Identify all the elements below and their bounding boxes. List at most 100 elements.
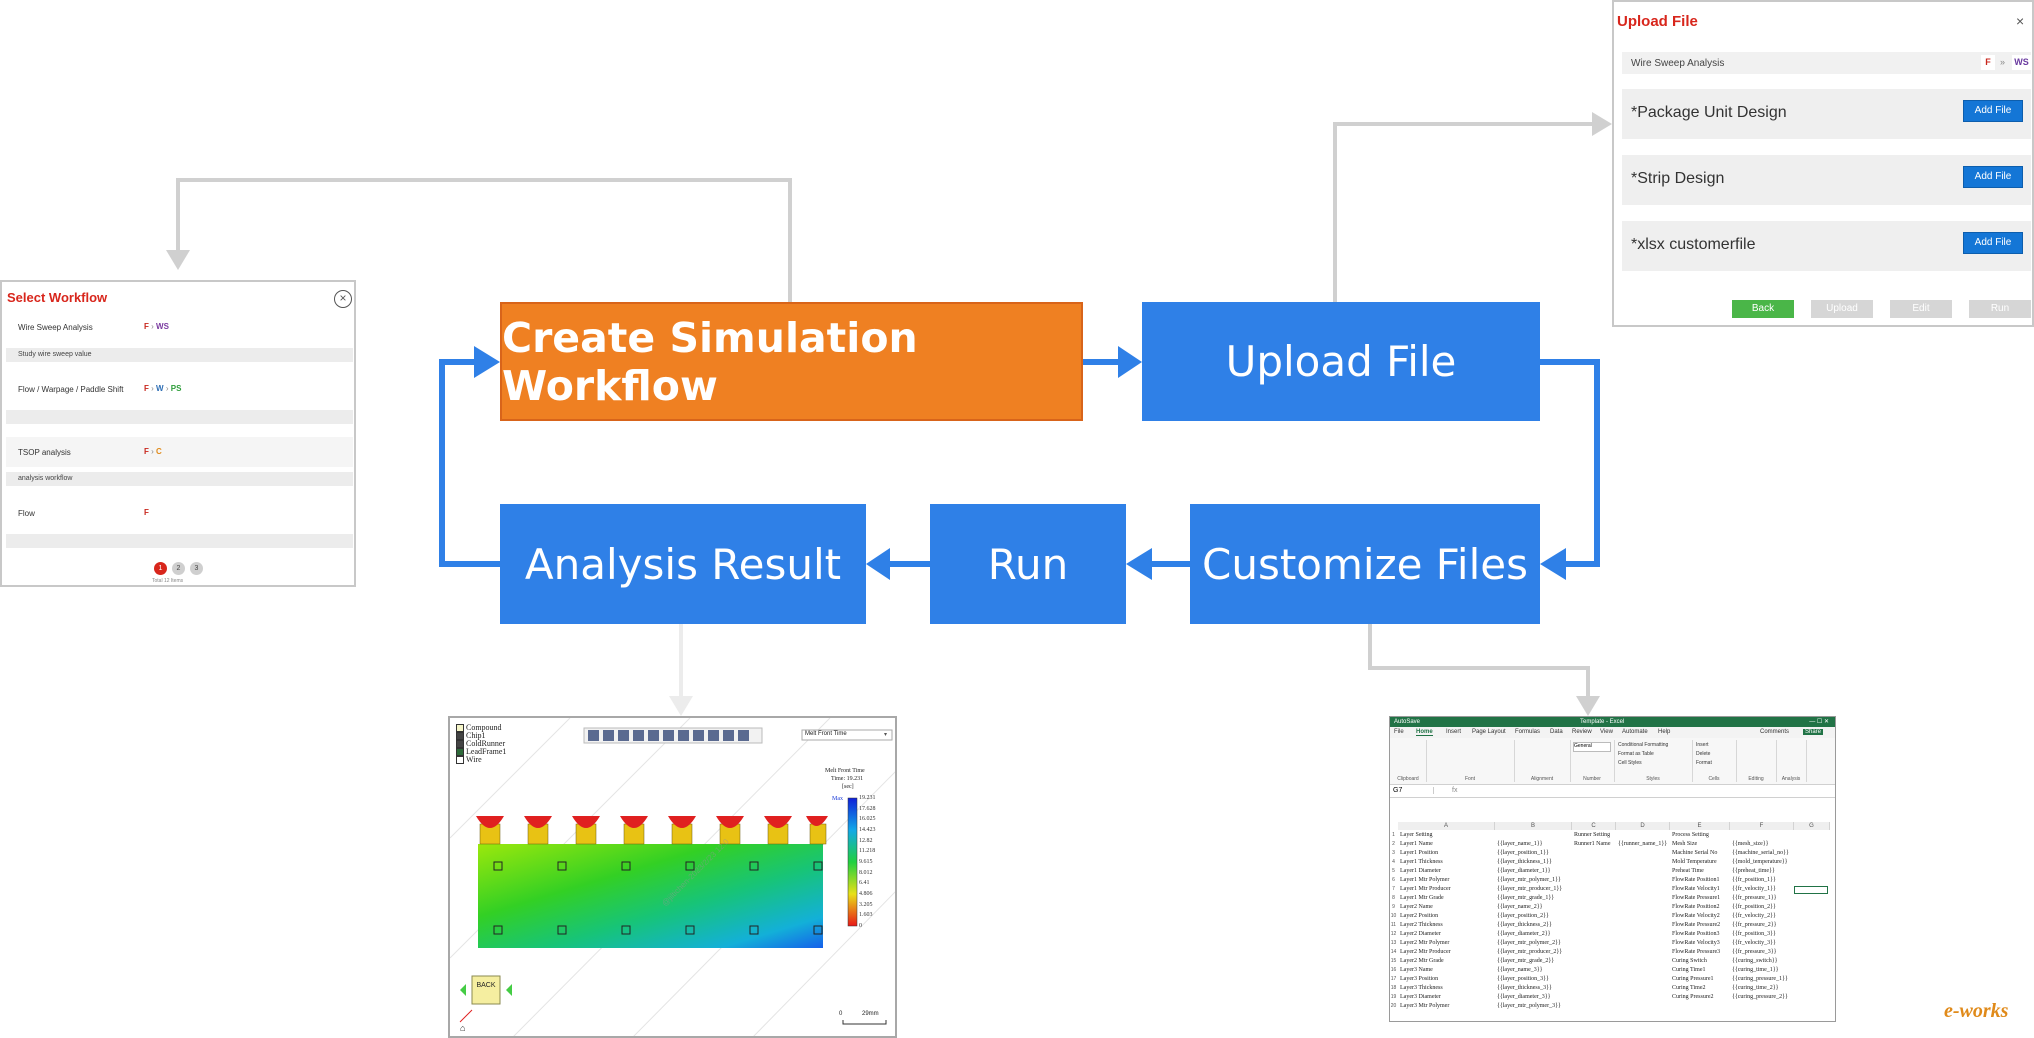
- sheet-cell[interactable]: {{mesh_size}}: [1732, 841, 1769, 847]
- column-header[interactable]: A: [1398, 822, 1495, 830]
- tab-page-layout[interactable]: Page Layout: [1472, 729, 1506, 735]
- tab-file[interactable]: File: [1394, 729, 1404, 735]
- sheet-cell[interactable]: {{machine_serial_no}}: [1732, 850, 1789, 856]
- sheet-cell[interactable]: {{layer_thickness_1}}: [1497, 859, 1552, 865]
- number-format[interactable]: General: [1573, 742, 1611, 752]
- row-number[interactable]: 7: [1392, 886, 1395, 892]
- row-number[interactable]: 5: [1392, 868, 1395, 874]
- sheet-cell[interactable]: Machine Serial No: [1672, 850, 1718, 856]
- sheet-cell[interactable]: {{layer_name_2}}: [1497, 904, 1543, 910]
- row-number[interactable]: 15: [1390, 958, 1397, 964]
- sheet-cell[interactable]: Layer1 Mtr Grade: [1400, 895, 1444, 901]
- legend-wire[interactable]: Wire: [456, 755, 482, 765]
- sheet-cell[interactable]: FlowRate Position3: [1672, 931, 1720, 937]
- sheet-cell[interactable]: FlowRate Position1: [1672, 877, 1720, 883]
- sheet-cell[interactable]: {{layer_mtr_producer_2}}: [1497, 949, 1563, 955]
- run-button[interactable]: Run: [1969, 300, 2031, 318]
- share-button[interactable]: Share: [1803, 729, 1824, 735]
- sheet-cell[interactable]: {{fr_velocity_3}}: [1732, 940, 1776, 946]
- sheet-cell[interactable]: Layer2 Thickness: [1400, 922, 1443, 928]
- customize-files-box[interactable]: Customize Files: [1190, 504, 1540, 624]
- sheet-cell[interactable]: Layer2 Mtr Grade: [1400, 958, 1444, 964]
- sheet-cell[interactable]: {{layer_mtr_polymer_3}}: [1497, 1003, 1561, 1009]
- sheet-cell[interactable]: FlowRate Pressure2: [1672, 922, 1721, 928]
- row-number[interactable]: 4: [1392, 859, 1395, 865]
- sheet-cell[interactable]: Curing Pressure2: [1672, 994, 1714, 1000]
- sheet-cell[interactable]: Layer2 Name: [1400, 904, 1433, 910]
- sheet-cell[interactable]: {{layer_mtr_producer_1}}: [1497, 886, 1563, 892]
- back-button[interactable]: Back: [1732, 300, 1794, 318]
- sheet-cell[interactable]: Layer2 Mtr Polymer: [1400, 940, 1450, 946]
- sheet-cell[interactable]: Layer Setting: [1400, 832, 1433, 838]
- sheet-cell[interactable]: Process Setting: [1672, 832, 1709, 838]
- sheet-cell[interactable]: {{fr_position_3}}: [1732, 931, 1776, 937]
- sheet-cell[interactable]: {{layer_name_3}}: [1497, 967, 1543, 973]
- sheet-cell[interactable]: Curing Switch: [1672, 958, 1707, 964]
- sheet-cell[interactable]: {{curing_switch}}: [1732, 958, 1778, 964]
- page-3-button[interactable]: 3: [190, 562, 203, 575]
- sheet-cell[interactable]: {{layer_diameter_2}}: [1497, 931, 1551, 937]
- sheet-cell[interactable]: FlowRate Velocity2: [1672, 913, 1720, 919]
- result-dropdown[interactable]: Melt Front Time: [805, 731, 847, 737]
- workflow-row[interactable]: TSOP analysis F › C: [6, 437, 353, 467]
- sheet-cell[interactable]: Layer1 Position: [1400, 850, 1439, 856]
- column-header[interactable]: C: [1572, 822, 1616, 830]
- chevron-down-icon[interactable]: ▾: [884, 732, 888, 738]
- tab-review[interactable]: Review: [1572, 729, 1592, 735]
- format-as-table[interactable]: Format as Table: [1618, 751, 1654, 757]
- sheet-cell[interactable]: {{layer_diameter_1}}: [1497, 868, 1551, 874]
- selected-cell[interactable]: [1794, 886, 1828, 894]
- row-number[interactable]: 9: [1392, 904, 1395, 910]
- sheet-cell[interactable]: {{layer_mtr_polymer_2}}: [1497, 940, 1561, 946]
- sheet-cell[interactable]: Runner Setting: [1574, 832, 1611, 838]
- row-number[interactable]: 11: [1390, 922, 1397, 928]
- row-number[interactable]: 18: [1390, 985, 1397, 991]
- page-1-button[interactable]: 1: [154, 562, 167, 575]
- sheet-cell[interactable]: Runner1 Name: [1574, 841, 1611, 847]
- sheet-cell[interactable]: FlowRate Pressure1: [1672, 895, 1721, 901]
- sheet-cell[interactable]: Layer1 Diameter: [1400, 868, 1441, 874]
- add-file-button[interactable]: Add File: [1963, 100, 2023, 122]
- column-header[interactable]: B: [1495, 822, 1572, 830]
- column-header[interactable]: F: [1730, 822, 1794, 830]
- legend-coldrunner[interactable]: ColdRunner: [456, 739, 505, 749]
- row-number[interactable]: 20: [1390, 1003, 1397, 1009]
- row-number[interactable]: 8: [1392, 895, 1395, 901]
- tab-help[interactable]: Help: [1658, 729, 1671, 735]
- sheet-cell[interactable]: {{layer_thickness_2}}: [1497, 922, 1552, 928]
- create-workflow-box[interactable]: Create Simulation Workflow: [500, 302, 1083, 421]
- name-box[interactable]: G7: [1393, 787, 1434, 794]
- tab-formulas[interactable]: Formulas: [1515, 729, 1541, 735]
- row-number[interactable]: 6: [1392, 877, 1395, 883]
- tab-insert[interactable]: Insert: [1446, 729, 1462, 735]
- sheet-cell[interactable]: {{mold_temperature}}: [1732, 859, 1788, 865]
- legend-compound[interactable]: Compound: [456, 723, 502, 733]
- sheet-cell[interactable]: {{layer_name_1}}: [1497, 841, 1543, 847]
- row-number[interactable]: 13: [1390, 940, 1397, 946]
- sheet-cell[interactable]: Layer2 Position: [1400, 913, 1439, 919]
- legend-chip1[interactable]: Chip1: [456, 731, 486, 741]
- edit-button[interactable]: Edit: [1890, 300, 1952, 318]
- column-header[interactable]: D: [1616, 822, 1670, 830]
- sheet-cell[interactable]: Curing Pressure1: [1672, 976, 1714, 982]
- row-number[interactable]: 16: [1390, 967, 1397, 973]
- row-number[interactable]: 17: [1390, 976, 1397, 982]
- sheet-cell[interactable]: {{fr_velocity_1}}: [1732, 886, 1776, 892]
- sheet-cell[interactable]: FlowRate Position2: [1672, 904, 1720, 910]
- sheet-cell[interactable]: {{layer_thickness_3}}: [1497, 985, 1552, 991]
- sheet-cell[interactable]: {{layer_diameter_3}}: [1497, 994, 1551, 1000]
- row-number[interactable]: 19: [1390, 994, 1397, 1000]
- sheet-cell[interactable]: Layer1 Name: [1400, 841, 1433, 847]
- sheet-cell[interactable]: Preheat Time: [1672, 868, 1704, 874]
- close-icon[interactable]: ×: [334, 290, 352, 308]
- format-cells[interactable]: Format: [1696, 760, 1712, 766]
- autosave-toggle[interactable]: AutoSave: [1394, 719, 1421, 725]
- sheet-cell[interactable]: {{fr_position_2}}: [1732, 904, 1776, 910]
- sheet-cell[interactable]: {{layer_position_1}}: [1497, 850, 1549, 856]
- sheet-cell[interactable]: {{curing_pressure_2}}: [1732, 994, 1788, 1000]
- row-number[interactable]: 3: [1392, 850, 1395, 856]
- tab-view[interactable]: View: [1600, 729, 1613, 735]
- sheet-cell[interactable]: Layer3 Mtr Polymer: [1400, 1003, 1450, 1009]
- add-file-button[interactable]: Add File: [1963, 232, 2023, 254]
- sheet-cell[interactable]: Curing Time1: [1672, 967, 1706, 973]
